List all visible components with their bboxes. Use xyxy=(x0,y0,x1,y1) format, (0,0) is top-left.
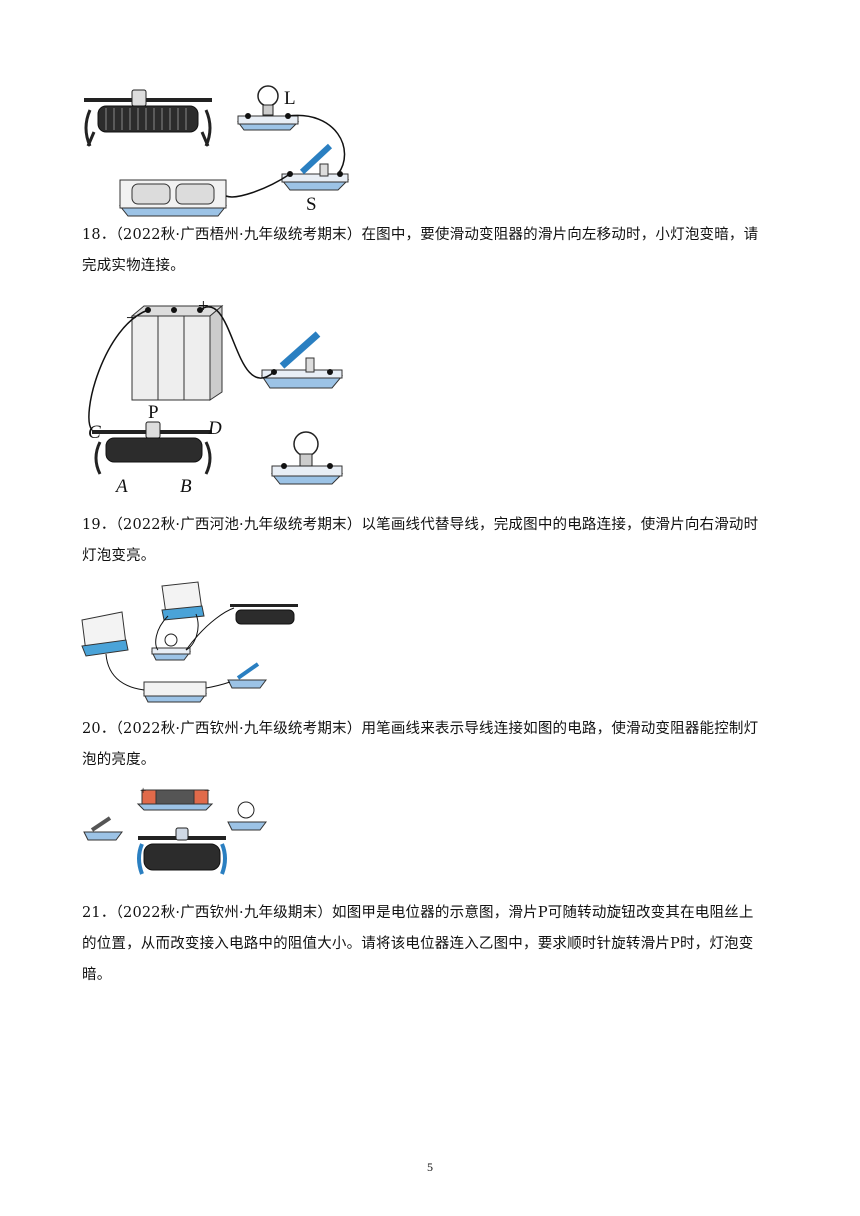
lamp-board xyxy=(151,633,191,661)
terminal-c: C xyxy=(88,422,101,443)
minus-label: − xyxy=(204,785,210,797)
figure-circuit-17: L S xyxy=(84,85,350,217)
lamp-label: L xyxy=(284,88,296,109)
figure-circuit-20: + − xyxy=(83,785,267,875)
plus-label: + xyxy=(140,785,146,797)
switch: S xyxy=(280,143,350,215)
figure-circuit-18: − + C P D A B xyxy=(88,296,344,497)
question-19: 19．（2022秋·广西河池·九年级统考期末）以笔画线代替导线，完成图中的电路连… xyxy=(82,517,759,564)
question-21: 21．（2022秋·广西钦州·九年级期末）如图甲是电位器的示意图，滑片P可随转动… xyxy=(82,905,754,983)
lamp-board xyxy=(270,431,344,485)
question-20: 20．（2022秋·广西钦州·九年级统考期末）用笔画线来表示导线连接如图的电路，… xyxy=(82,721,759,768)
switch xyxy=(261,331,344,389)
terminal-b: B xyxy=(180,476,192,497)
ammeter xyxy=(81,611,129,657)
rheostat xyxy=(84,89,212,147)
lamp-board xyxy=(227,801,267,831)
battery-box: + − xyxy=(136,785,214,811)
switch xyxy=(227,662,267,689)
figure-circuit-19 xyxy=(81,581,298,703)
minus-label: − xyxy=(126,308,137,329)
battery-box xyxy=(118,179,228,217)
switch-label: S xyxy=(306,194,317,215)
switch xyxy=(83,816,123,841)
terminal-a: A xyxy=(114,476,128,497)
rheostat: C P D A B xyxy=(88,402,222,497)
lamp-board: L xyxy=(237,85,300,131)
rheostat xyxy=(230,604,298,625)
battery-box xyxy=(143,681,207,703)
terminal-d: D xyxy=(207,418,222,439)
page-number: 5 xyxy=(427,1160,433,1174)
rheostat xyxy=(137,827,227,875)
slider-p: P xyxy=(148,402,159,423)
voltmeter xyxy=(161,581,205,621)
battery-pack: − + xyxy=(126,296,224,401)
question-18: 18．（2022秋·广西梧州·九年级统考期末）在图中，要使滑动变阻器的滑片向左移… xyxy=(82,227,759,274)
plus-label: + xyxy=(198,296,209,317)
